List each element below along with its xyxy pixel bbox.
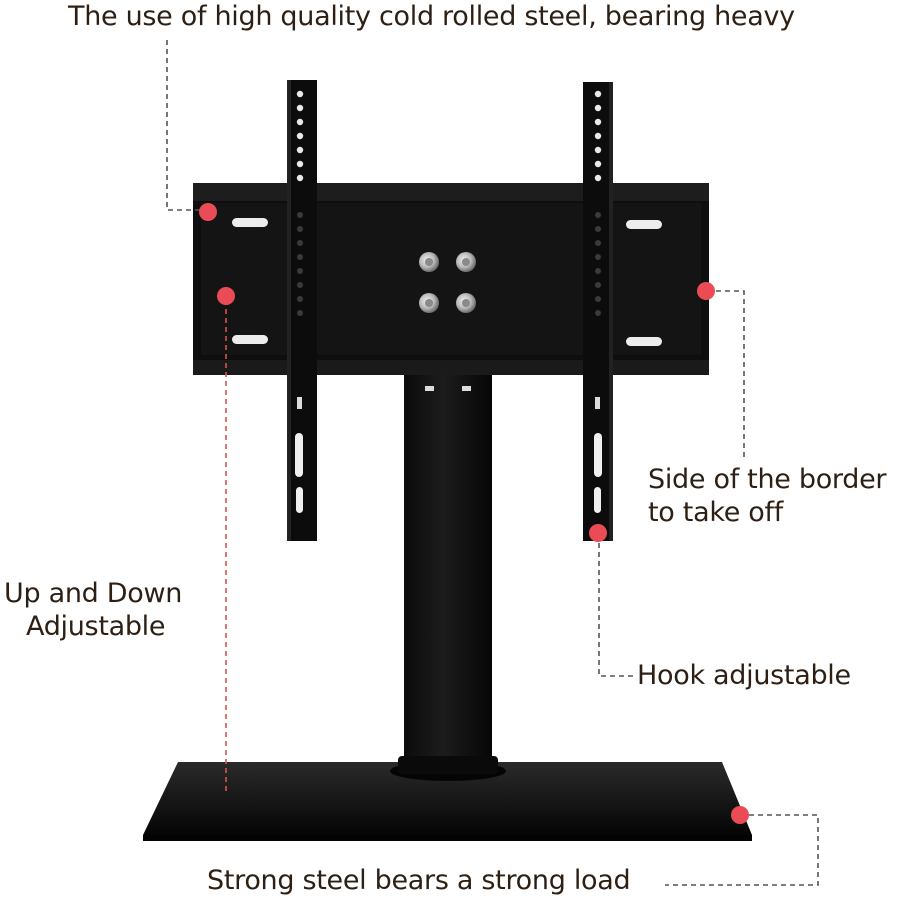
marker-hook xyxy=(589,524,607,542)
callout-up-down-line-1: Up and Down xyxy=(4,578,183,609)
marker-side xyxy=(697,282,715,300)
callout-side-border: Side of the border to take off xyxy=(648,463,887,529)
center-bolts xyxy=(419,252,476,313)
support-pole xyxy=(398,368,498,774)
leader-hook xyxy=(598,534,633,677)
markers xyxy=(199,203,749,824)
callout-hook: Hook adjustable xyxy=(637,659,851,692)
slot-icon xyxy=(232,335,268,344)
slot-icon xyxy=(232,218,268,227)
leader-top xyxy=(166,40,208,211)
leader-side xyxy=(707,290,745,460)
callout-side-border-line-1: Side of the border xyxy=(648,464,887,495)
slot-icon xyxy=(626,337,662,346)
callout-up-down-line-2: Adjustable xyxy=(26,611,166,642)
callout-up-down: Up and Down Adjustable xyxy=(4,577,182,643)
callout-side-border-line-2: to take off xyxy=(648,497,783,528)
marker-up-down xyxy=(217,287,235,305)
mounting-plate xyxy=(193,183,709,375)
left-vesa-arm xyxy=(287,80,317,541)
callout-steel-quality: The use of high quality cold rolled stee… xyxy=(68,0,795,33)
callout-steel-quality-text: The use of high quality cold rolled stee… xyxy=(68,1,795,32)
slot-icon xyxy=(626,220,662,229)
callout-base-text: Strong steel bears a strong load xyxy=(207,865,631,896)
marker-base xyxy=(731,806,749,824)
callout-hook-text: Hook adjustable xyxy=(637,660,851,691)
base-plate xyxy=(143,761,752,841)
callout-base: Strong steel bears a strong load xyxy=(207,864,631,897)
leader-base xyxy=(665,814,819,886)
right-vesa-arm xyxy=(583,82,613,541)
marker-top-corner xyxy=(199,203,217,221)
